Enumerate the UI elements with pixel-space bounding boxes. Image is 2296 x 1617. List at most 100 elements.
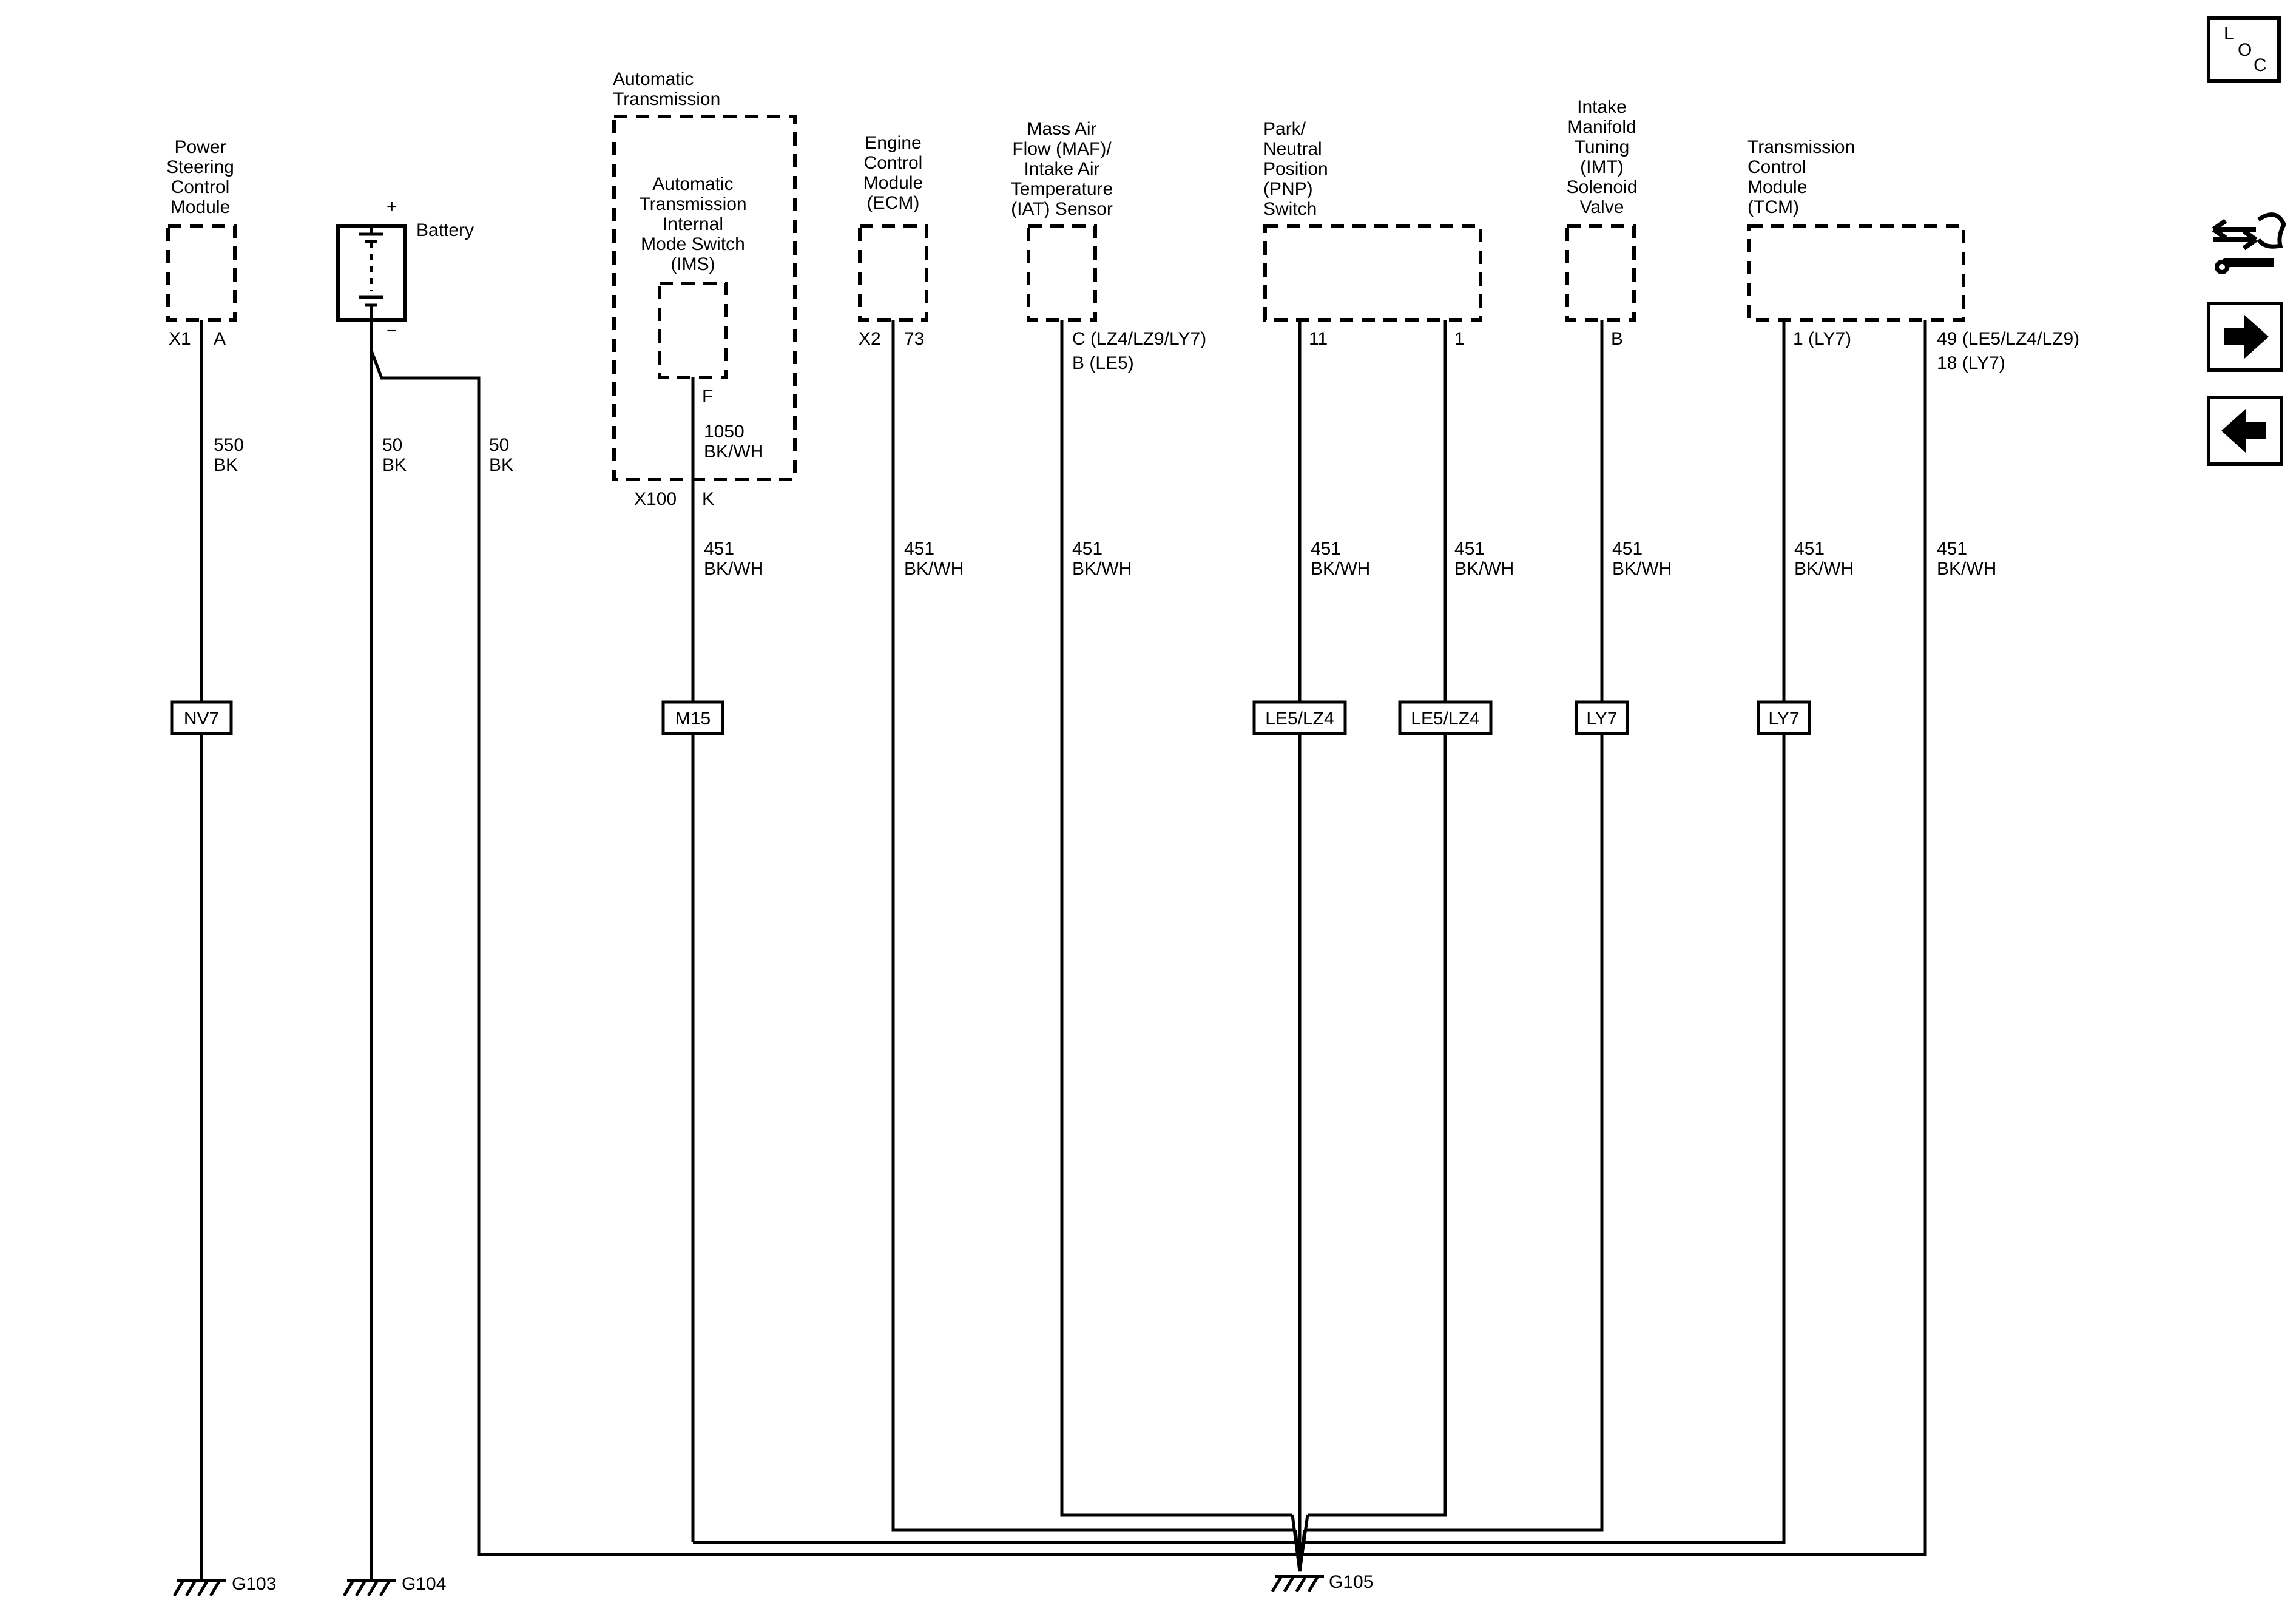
option-label: LE5/LZ4 [1411, 709, 1479, 729]
label-line: Position [1263, 159, 1328, 179]
ground-label: G104 [402, 1574, 446, 1594]
option-box-m15 [661, 700, 724, 735]
ims-label: Automatic Transmission Internal Mode Swi… [639, 174, 746, 274]
wire-ecm [891, 320, 1295, 1532]
wire-circuit: 451 [704, 539, 734, 559]
ecm-box [858, 224, 928, 322]
ground-tick [1283, 1575, 1295, 1593]
ground-tick [366, 1579, 379, 1597]
label-line: Intake [1577, 97, 1627, 117]
wire-color: BK/WH [1311, 559, 1370, 579]
battery-label: Battery [416, 220, 474, 240]
circuit-description-icon[interactable] [2212, 212, 2286, 274]
ground-g103: G103 [172, 1574, 276, 1597]
wire-circuit: 451 [1612, 539, 1643, 559]
pin-label: K [702, 489, 714, 509]
ground-tick [342, 1579, 355, 1597]
label-line: Control [171, 177, 230, 197]
ground-tick [184, 1579, 197, 1597]
tcm-label: Transmission Control Module (TCM) [1747, 137, 1855, 217]
option-label: LE5/LZ4 [1265, 709, 1334, 729]
previous-page-arrow-icon[interactable] [2207, 396, 2283, 466]
option-box-ly7 [1757, 700, 1811, 735]
wire-color: BK/WH [1794, 559, 1854, 579]
wire-imt [1305, 320, 1604, 1532]
ground-g104: G104 [342, 1574, 446, 1597]
wire-circuit: 50 [382, 435, 402, 455]
pin-label: B [1611, 329, 1623, 349]
label-line: Automatic [613, 69, 694, 89]
wire-color: BK/WH [904, 559, 964, 579]
wire-circuit: 550 [214, 435, 244, 455]
label-line: Valve [1580, 197, 1624, 217]
ground-tick [1271, 1575, 1283, 1593]
pnp-label: Park/ Neutral Position (PNP) Switch [1263, 119, 1328, 219]
tcm-box [1747, 224, 1965, 322]
option-box-le5-lz4 [1252, 700, 1347, 735]
loc-button-icon[interactable]: L O C [2207, 16, 2281, 83]
maf-label: Mass Air Flow (MAF)/ Intake Air Temperat… [1011, 119, 1113, 219]
loc-button-frame[interactable] [2207, 16, 2281, 83]
automatic-transmission-box [612, 115, 797, 481]
wrench-glyph [2218, 258, 2274, 268]
next-page-arrow-icon[interactable] [2207, 302, 2283, 372]
wire-color: BK/WH [704, 559, 763, 579]
battery-minus-sign: − [387, 321, 397, 341]
wire-circuit: 451 [904, 539, 934, 559]
pin-label: 11 [1309, 329, 1328, 349]
connector-label: X1 [169, 329, 191, 349]
auto-trans-label: Automatic Transmission [613, 69, 720, 109]
label-line: Transmission [1747, 137, 1855, 157]
pin-labels: X1 A F X100 K X2 73 C (LZ4/LZ9/LY7) B (L… [169, 329, 2079, 509]
option-box-le5-lz4 [1398, 700, 1493, 735]
pin-label: 73 [904, 329, 924, 349]
wire-circuit: 451 [1794, 539, 1825, 559]
label-line: Solenoid [1567, 177, 1638, 197]
wire-pnp-b [1308, 320, 1447, 1517]
option-boxes: NV7 M15 LE5/LZ4 LE5/LZ4 LY7 LY7 [170, 700, 1811, 735]
battery-symbol [336, 224, 407, 322]
arrow-left-glyph [2212, 218, 2256, 240]
right-arrow-glyph [2224, 315, 2269, 359]
wire-circuit: 451 [1937, 539, 1967, 559]
label-line: Module [1747, 177, 1807, 197]
battery-plus-sign: + [387, 197, 397, 217]
label-line: Flow (MAF)/ [1012, 139, 1112, 159]
wire-battery-g105 [370, 350, 1302, 1556]
label-line: Neutral [1263, 139, 1322, 159]
wire-color: BK/WH [1937, 559, 1996, 579]
label-line: Mode Switch [641, 234, 745, 254]
option-label: M15 [675, 709, 711, 729]
power-steering-label: Power Steering Control Module [166, 137, 234, 217]
label-line: Tuning [1575, 137, 1630, 157]
label-line: (IMT) [1580, 157, 1624, 177]
label-line: Control [1747, 157, 1806, 177]
option-label: LY7 [1768, 709, 1799, 729]
wire-color: BK/WH [704, 442, 763, 462]
wire-circuit: 1050 [704, 422, 745, 442]
wire-circuit: 451 [1311, 539, 1341, 559]
pin-label: F [702, 387, 713, 407]
wire-color: BK [214, 455, 238, 475]
pin-label: C (LZ4/LZ9/LY7) [1072, 329, 1206, 349]
label-line: Module [171, 197, 230, 217]
ground-tick [197, 1579, 209, 1597]
label-line: Switch [1263, 199, 1317, 219]
label-line: Mass Air [1027, 119, 1096, 139]
pin-label: 1 [1454, 329, 1465, 349]
arrow-right-glyph [2213, 229, 2258, 251]
wires [200, 320, 1927, 1581]
connector-label: X100 [634, 489, 677, 509]
wire-color: BK [489, 455, 513, 475]
power-steering-module-box [166, 224, 237, 322]
wire-fan [1297, 1554, 1302, 1572]
label-line: (ECM) [867, 193, 920, 213]
wire-color: BK/WH [1612, 559, 1672, 579]
ground-tick [379, 1579, 391, 1597]
pin-label: A [214, 329, 226, 349]
left-arrow-glyph [2221, 409, 2266, 453]
ground-tick [209, 1579, 221, 1597]
label-line: Intake Air [1024, 159, 1099, 179]
ground-tick [354, 1579, 367, 1597]
